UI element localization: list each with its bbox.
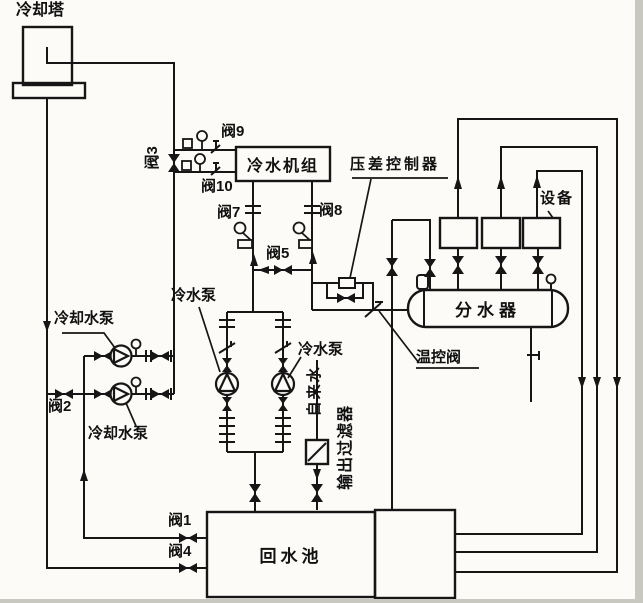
outlet-filter-label: 输出过滤器 [337,404,355,490]
pumps [109,344,296,406]
thermo-valve-label: 温控阀 [416,349,462,366]
valve9-symbol [210,140,221,154]
cooling-tower-body [21,25,74,87]
fittings [145,140,383,443]
pressure-gauge [545,273,557,285]
valve10-symbol [210,162,221,176]
valve7-label: 阀7 [217,204,241,221]
pressure-diff-controller-label: 压差控制器 [350,156,441,173]
return-pool-right [373,508,457,600]
pressure-gauge [196,130,208,142]
chiller-unit-box [234,145,332,183]
sensor [298,239,313,249]
pressure-gauge [292,221,306,235]
cooling-pump-top-label: 冷却水泵 [54,310,115,327]
water-distributor [406,288,570,329]
page-edge-bottom [0,599,643,603]
valve2-label: 阀2 [48,398,72,415]
chilled-pump-left-label: 冷水泵 [171,287,217,304]
vessels [11,25,570,600]
cooling-pump-bottom-label: 冷却水泵 [88,425,149,442]
equipment-label: 设备 [540,190,575,207]
tap-water-label: 自来水 [306,365,324,417]
cooling-tower-basin [11,81,87,100]
valve9-label: 阀9 [221,123,245,140]
check-valve-supply [364,301,383,318]
sensor [182,138,193,149]
pressure-gauge [130,376,142,388]
sensor [237,239,253,249]
valve5-label: 阀5 [266,245,290,262]
valve4-label: 阀4 [168,543,192,560]
page-edge-right [635,0,643,603]
valve1-label: 阀1 [168,512,192,529]
equipment-box-2 [480,216,522,250]
chilled-pump-right-label: 冷水泵 [298,341,344,358]
gauges [130,130,557,394]
equipment-box-1 [438,216,479,250]
pressure-gauge [233,221,247,235]
flow-arrows [43,175,621,481]
distributor-label: 分水器 [455,301,521,320]
chiller-unit-label: 冷水机组 [246,158,319,175]
pressure-gauge [194,153,206,165]
label-leaders [62,177,554,427]
return-pool-label: 回水池 [259,547,323,566]
valve7-flange [245,205,261,214]
distributor-sensor [416,274,429,290]
valve10-label: 阀10 [201,178,233,195]
pressure-diff-controller-device [338,277,356,289]
pressure-gauge [130,338,142,350]
valve8-label: 阀8 [319,202,343,219]
valve3-label: 阀3 [144,146,162,170]
cooling-tower-label: 冷却塔 [16,2,65,19]
equipment-box-3 [521,216,562,250]
sensor [181,160,192,171]
valve8-flange [304,205,320,214]
